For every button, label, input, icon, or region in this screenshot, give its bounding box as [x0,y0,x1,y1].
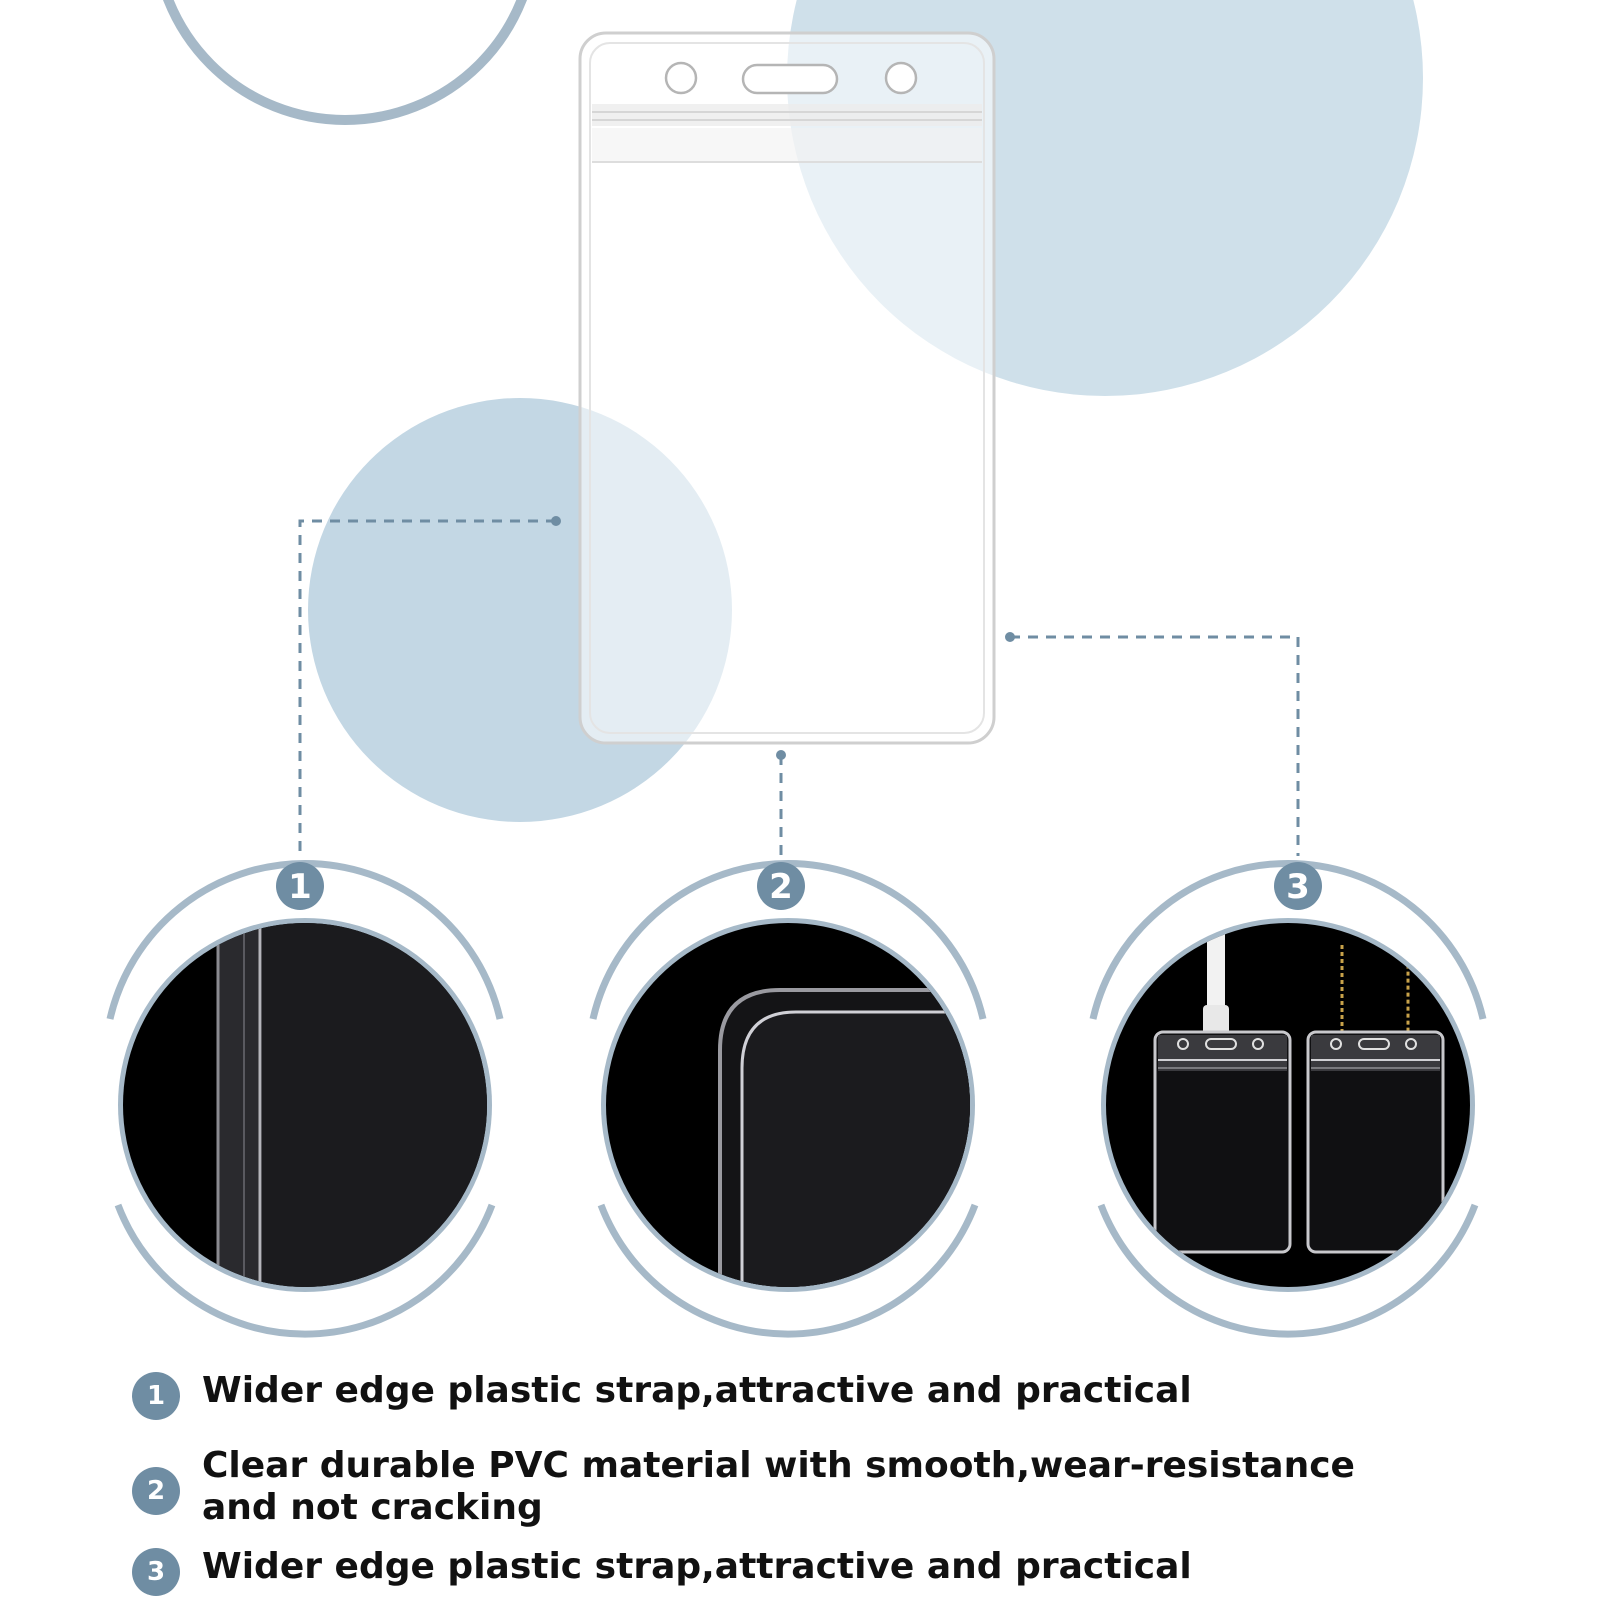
connector-3 [1010,635,1300,856]
punch-hole-left [664,61,698,95]
connector-dot-2 [776,750,786,760]
mini-holder-right [1306,1030,1445,1254]
mini-holder-left [1153,1030,1292,1254]
marker-badge-2: 2 [757,862,805,910]
feature-item-2: 2 Clear durable PVC material with smooth… [132,1445,1432,1529]
connector-lines [298,519,1300,856]
punch-hole-right [884,61,918,95]
detail-circle-3 [1089,859,1487,1338]
marker-number-3: 3 [1286,867,1310,907]
feature-item-1: 1 Wider edge plastic strap,attractive an… [132,1370,1432,1420]
feature-item-3: 3 Wider edge plastic strap,attractive an… [132,1546,1432,1596]
connector-1 [298,519,556,856]
punch-slot-center [741,63,839,95]
marker-badge-3: 3 [1274,862,1322,910]
feature-number-1: 1 [132,1372,180,1420]
feature-text-3: Wider edge plastic strap,attractive and … [202,1546,1192,1587]
badge-holder-illustration [578,31,996,745]
marker-badge-1: 1 [276,862,324,910]
lanyard-strap [1207,925,1225,1009]
marker-number-1: 1 [288,867,312,907]
connector-dot-1 [551,516,561,526]
deco-ring-top-left [163,0,527,125]
connector-dot-3 [1005,632,1015,642]
feature-number-2: 2 [132,1467,180,1515]
feature-text-1: Wider edge plastic strap,attractive and … [202,1370,1192,1411]
zip-seal-strip [592,104,982,126]
feature-number-3: 3 [132,1548,180,1596]
detail-circle-2 [589,859,987,1338]
detail-circle-1 [106,859,504,1338]
marker-number-2: 2 [769,867,793,907]
feature-text-2: Clear durable PVC material with smooth,w… [202,1445,1355,1528]
